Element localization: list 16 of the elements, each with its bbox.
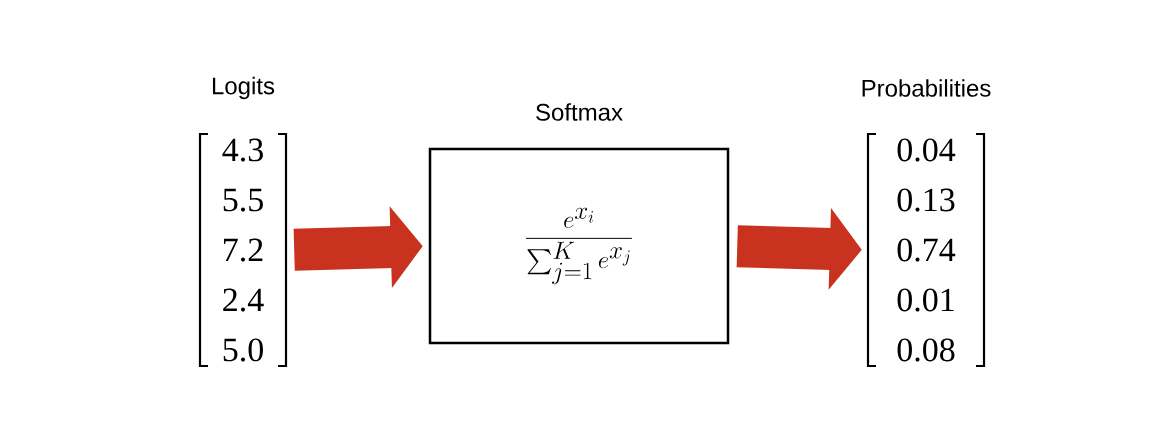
heading: Logits bbox=[212, 76, 275, 100]
node-label: 5.5 bbox=[223, 188, 263, 212]
heading: Probabilities bbox=[862, 79, 991, 97]
formula-box: $\frac{e^{x_i}}{\sum\nolimits_{j=1}^{K} e^{x_j}}$ bbox=[428, 147, 730, 345]
node-label: 7.2 bbox=[224, 238, 263, 262]
heading: Softmax bbox=[536, 103, 623, 121]
node-label: 0.13 bbox=[897, 188, 955, 212]
node-label: 0.08 bbox=[897, 338, 955, 362]
node-label: 0.74 bbox=[897, 238, 956, 262]
column-vector: 0.04 0.13 0.74 0.01 0.08 bbox=[866, 132, 986, 368]
node-label: 4.3 bbox=[222, 138, 263, 162]
column-vector: 4.3 5.5 7.2 2.4 5.0 bbox=[198, 132, 288, 368]
node-label: 0.04 bbox=[897, 138, 956, 162]
node-label: 0.01 bbox=[897, 288, 954, 312]
node-label: 5.0 bbox=[223, 338, 263, 362]
node-label: 2.4 bbox=[223, 288, 264, 312]
